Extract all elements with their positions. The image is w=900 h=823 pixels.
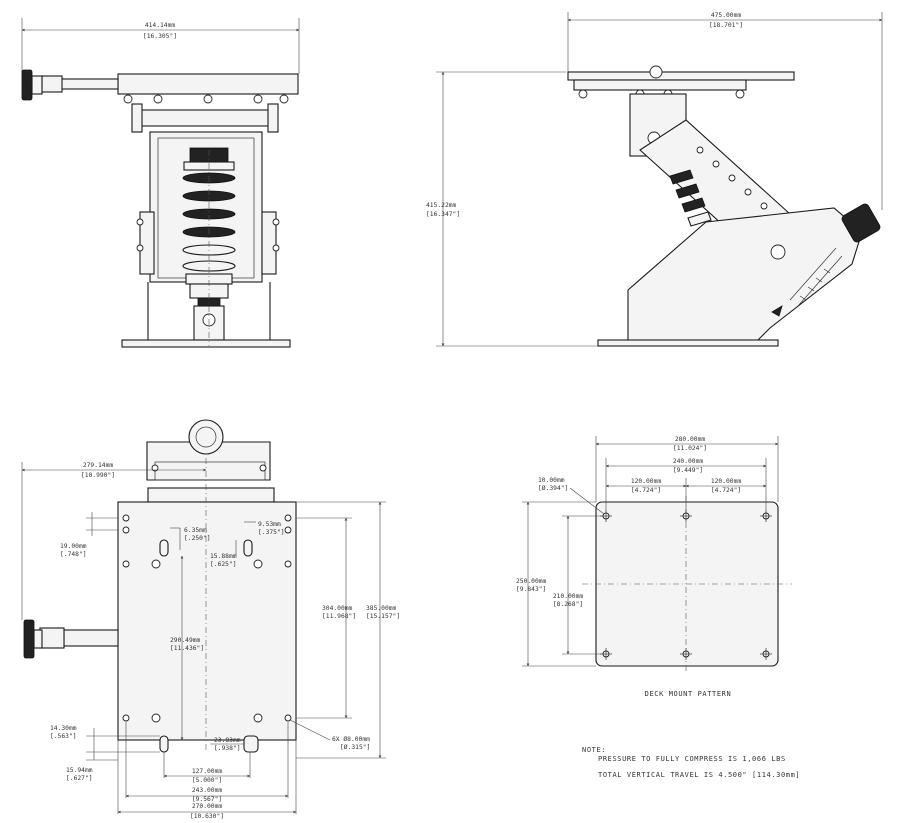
- side-width-mm: 475.00mm: [711, 12, 742, 19]
- deck-bolts: [123, 94, 289, 104]
- deck-w-left-mm: 120.00mm: [631, 478, 662, 485]
- plan-d14-in: [9.567"]: [192, 796, 222, 803]
- front-width-in: [16.305"]: [143, 33, 177, 40]
- front-view: 414.14mm [16.305"]: [21, 18, 300, 348]
- plan-d1-mm: 279.14mm: [83, 462, 114, 469]
- plan-d8-mm: 290.49mm: [170, 637, 201, 644]
- plan-d1-in: [10.990"]: [81, 472, 115, 479]
- deck-w-total-mm: 280.00mm: [675, 436, 706, 443]
- front-width-mm: 414.14mm: [145, 22, 176, 29]
- deck-pattern-title: DECK MOUNT PATTERN: [645, 690, 732, 698]
- deck-hole-in: [Ø.394"]: [538, 484, 568, 492]
- plan-d5-in: [.625"]: [210, 561, 237, 568]
- note-line-1: PRESSURE TO FULLY COMPRESS IS 1,066 LBS: [598, 755, 786, 763]
- arm-holes: [696, 146, 768, 210]
- plan-d6-mm: 304.00mm: [322, 605, 353, 612]
- plan-d5-mm: 15.88mm: [210, 553, 237, 560]
- note-line-2: TOTAL VERTICAL TRAVEL IS 4.500" [114.30m…: [598, 771, 800, 779]
- plan-d3-mm: 9.53mm: [258, 521, 281, 528]
- plan-d4-mm: 19.00mm: [60, 543, 87, 550]
- deck-w-outer-mm: 240.00mm: [673, 458, 704, 465]
- plan-d10-mm: 23.83mm: [214, 737, 241, 744]
- note-heading: NOTE:: [582, 746, 606, 754]
- side-coil-spring: [669, 169, 712, 227]
- plan-d3-in: [.375"]: [258, 529, 285, 536]
- plan-d14-mm: 243.00mm: [192, 787, 223, 794]
- side-height-mm: 415.22mm: [426, 202, 457, 209]
- plan-d10-in: [.938"]: [214, 745, 241, 752]
- plan-d7-in: [15.157"]: [366, 613, 400, 620]
- side-width-in: [18.701"]: [709, 22, 743, 29]
- gauge-ticks: [799, 268, 831, 301]
- deck-hole-mm: 10.00mm: [538, 477, 565, 484]
- deck-w-total-in: [11.024"]: [673, 445, 707, 452]
- plan-d7-mm: 385.00mm: [366, 605, 397, 612]
- deck-w-left-in: [4.724"]: [631, 487, 661, 494]
- plan-d6-in: [11.968"]: [322, 613, 356, 620]
- deck-w-right-in: [4.724"]: [711, 487, 741, 494]
- plan-d9-in: [.563"]: [50, 733, 77, 740]
- plan-view: 279.14mm [10.990"] 6.35mm [.250"] 9.53mm…: [21, 419, 400, 820]
- plan-d2-mm: 6.35mm: [184, 527, 207, 534]
- plan-d11-mm: 15.94mm: [66, 767, 93, 774]
- plan-d13-in: [5.000"]: [192, 777, 222, 784]
- plan-d11-in: [.627"]: [66, 775, 93, 782]
- plan-d8-in: [11.436"]: [170, 645, 204, 652]
- deck-w-right-mm: 120.00mm: [711, 478, 742, 485]
- plan-d13-mm: 127.00mm: [192, 768, 223, 775]
- side-view: 475.00mm [18.701"] 415.22mm [16.347"]: [426, 12, 883, 347]
- deck-w-outer-in: [9.449"]: [673, 467, 703, 474]
- deck-h-total-in: [9.843"]: [516, 586, 546, 593]
- mount-holes: [122, 514, 292, 723]
- deck-h-total-mm: 250.00mm: [516, 578, 547, 585]
- plan-d9-mm: 14.30mm: [50, 725, 77, 732]
- deck-h-inner-in: [8.268"]: [553, 601, 583, 608]
- deck-h-inner-mm: 210.00mm: [553, 593, 584, 600]
- notes: NOTE: PRESSURE TO FULLY COMPRESS IS 1,06…: [582, 746, 800, 779]
- plan-d15-in: [10.630"]: [190, 813, 224, 820]
- plan-d15-mm: 270.00mm: [192, 803, 223, 810]
- side-height-in: [16.347"]: [426, 211, 460, 218]
- plan-d2-in: [.250"]: [184, 535, 211, 542]
- deck-mount-pattern: 280.00mm [11.024"] 240.00mm [9.449"] 120…: [516, 436, 792, 698]
- plan-d4-in: [.748"]: [60, 551, 87, 558]
- plan-d12-mm: 6X Ø8.00mm: [332, 735, 370, 743]
- plan-d12-in: [Ø.315"]: [340, 743, 370, 751]
